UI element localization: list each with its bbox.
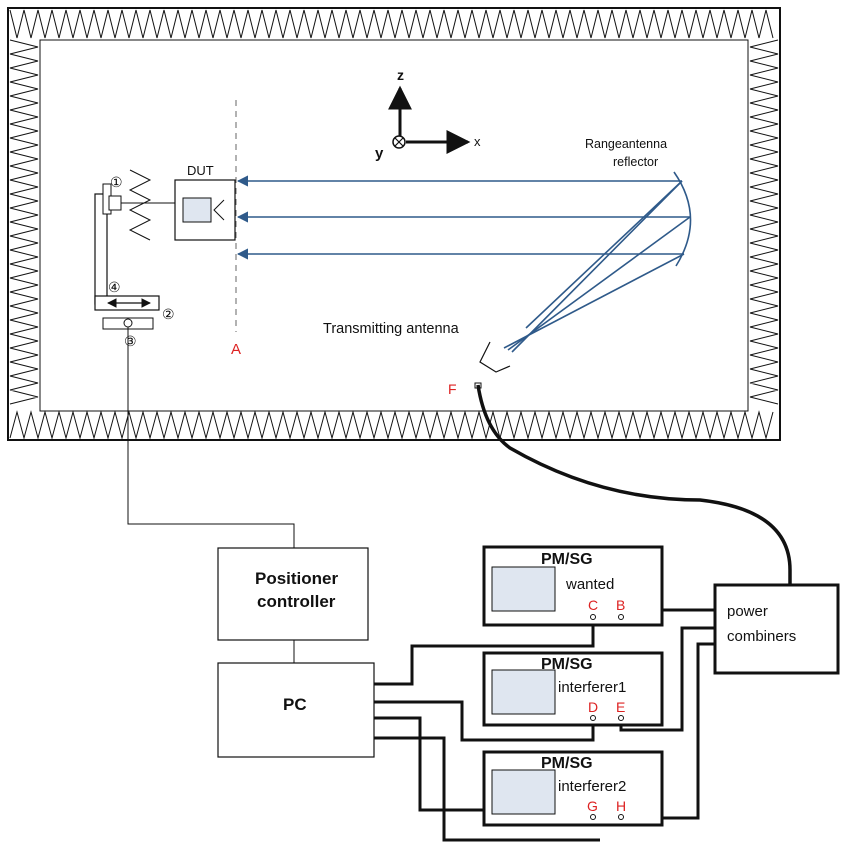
positioner-marker-1: ① — [110, 174, 123, 190]
sg-port-right-label: H — [616, 798, 626, 814]
sg-role: wanted — [565, 576, 614, 593]
sg-role: interferer1 — [558, 679, 626, 696]
range-antenna-reflector — [673, 171, 692, 267]
positioner-marker-4: ④ — [108, 279, 121, 295]
sg-port-left-label: G — [587, 798, 598, 814]
signal-generator-interferer1: PM/SG interferer1 D E — [482, 651, 664, 727]
feed-point-label: F — [448, 381, 457, 397]
dut-label: DUT — [187, 163, 214, 178]
dut: DUT — [174, 163, 236, 241]
absorber-bottom — [9, 410, 774, 440]
sg-port-right — [618, 715, 624, 721]
power-combiners-line1: power — [727, 603, 768, 620]
axis-z-label: z — [397, 67, 404, 83]
reflector-label-line2: reflector — [613, 155, 658, 169]
sg-port-left-label: C — [588, 597, 598, 613]
plane-wave-rays — [236, 175, 691, 353]
positioner-controller-line1: Positioner — [255, 569, 339, 588]
sg-port-left-label: D — [588, 699, 598, 715]
reflector-label-line1: Rangeantenna — [585, 137, 667, 151]
power-combiners-line2: combiners — [727, 628, 796, 645]
axis-x-label: x — [474, 134, 481, 149]
sg-title: PM/SG — [541, 551, 593, 568]
sg-title: PM/SG — [541, 755, 593, 772]
sg-role: interferer2 — [558, 778, 626, 795]
positioner-marker-3: ③ — [124, 333, 137, 349]
sg-port-right-label: E — [616, 699, 625, 715]
power-combiners-box: power combiners — [713, 583, 840, 675]
absorber-right — [749, 39, 779, 405]
positioner-controller-box: Positioner controller — [217, 547, 369, 641]
coordinate-axes: z y x — [375, 67, 481, 162]
transmitting-antenna-label: Transmitting antenna — [323, 321, 460, 337]
axis-y-label: y — [375, 145, 384, 162]
sg-port-left — [590, 715, 596, 721]
pc-box: PC — [217, 662, 375, 758]
signal-generator-interferer2: PM/SG interferer2 G H — [482, 750, 664, 827]
sg-port-left — [590, 614, 596, 620]
absorber-top — [9, 9, 774, 39]
sg-port-right — [618, 814, 624, 820]
positioner-marker-2: ② — [162, 306, 175, 322]
positioner-controller-line2: controller — [257, 592, 336, 611]
anechoic-chamber — [7, 7, 781, 441]
signal-generator-wanted: PM/SG wanted C B — [482, 545, 664, 627]
sg-title: PM/SG — [541, 656, 593, 673]
sg-port-left — [590, 814, 596, 820]
positioner: ① ② ③ ④ — [94, 169, 180, 349]
sg-port-right — [618, 614, 624, 620]
sg-port-right-label: B — [616, 597, 625, 613]
reference-plane-label: A — [231, 341, 241, 358]
absorber-left — [9, 39, 39, 405]
pc-label: PC — [283, 695, 307, 714]
transmitting-antenna: Transmitting antenna F — [323, 321, 511, 397]
